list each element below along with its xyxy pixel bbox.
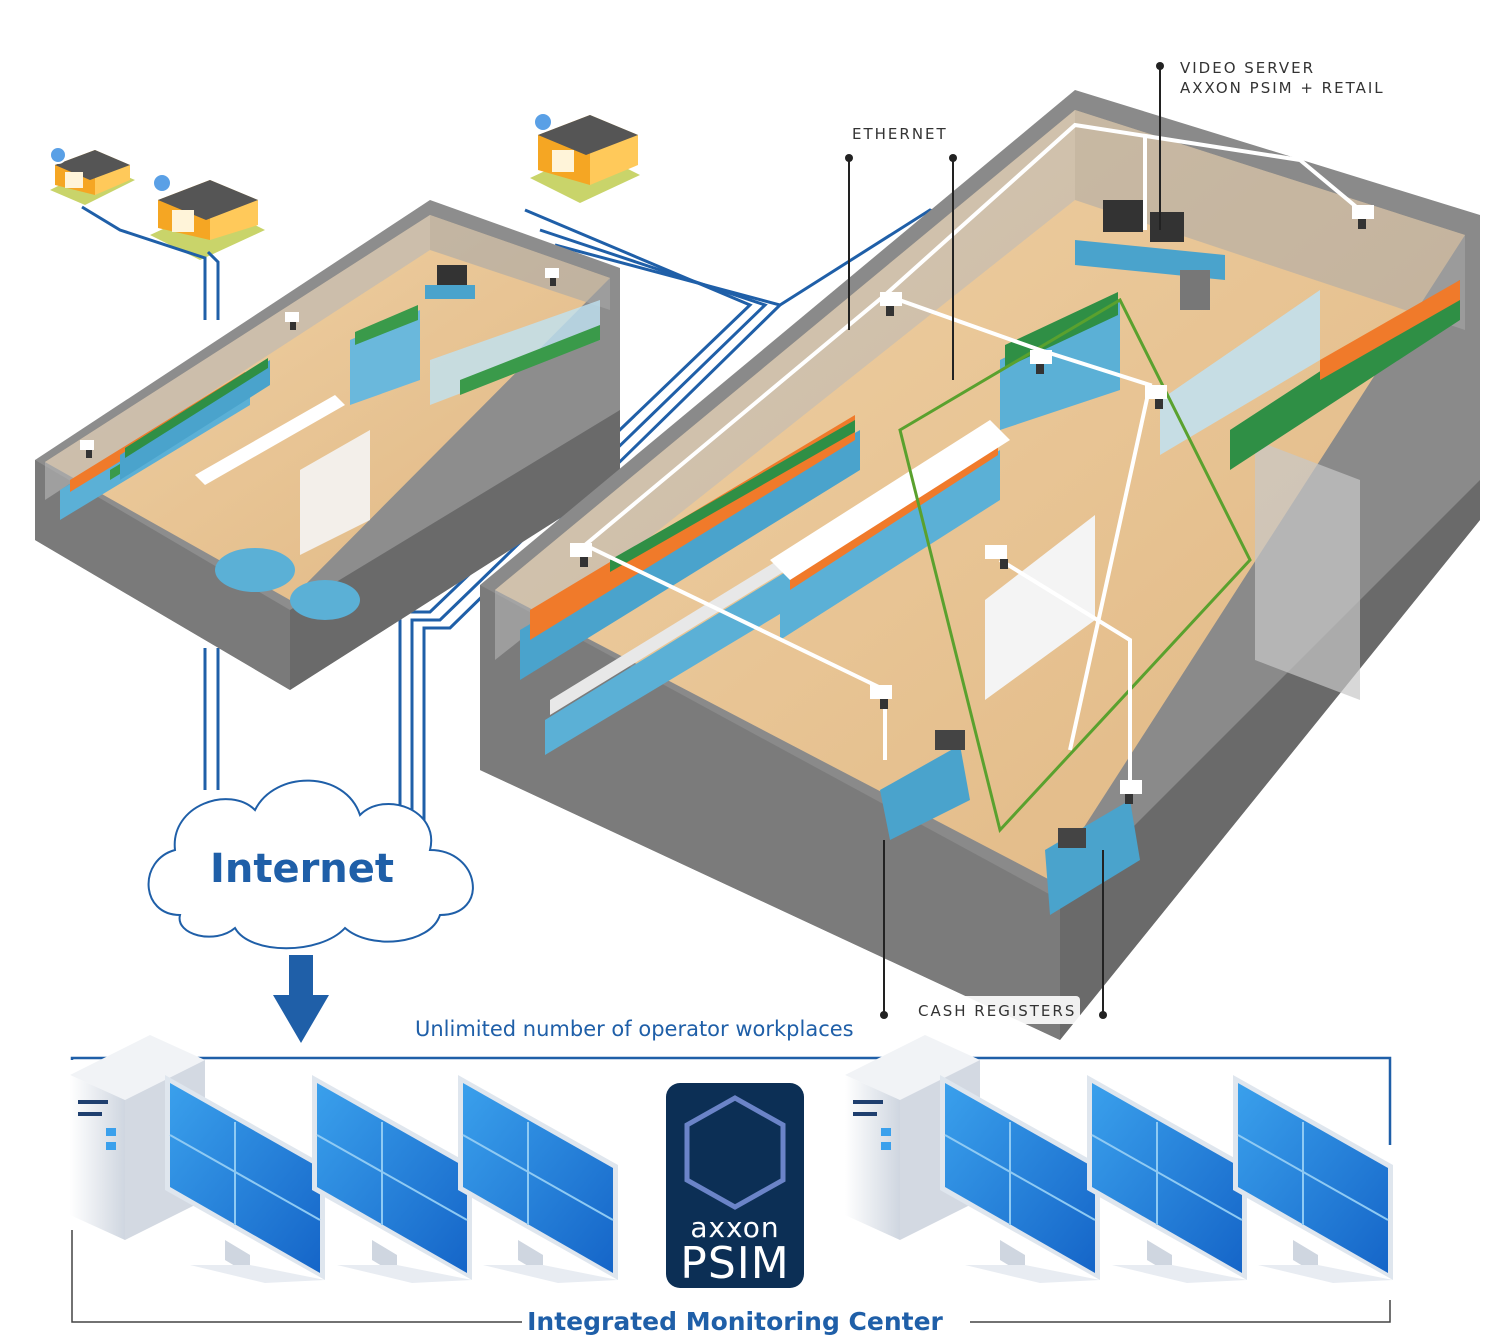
internet-label: Internet bbox=[210, 846, 394, 892]
storage-rack bbox=[300, 430, 370, 555]
shelf bbox=[120, 358, 270, 480]
security-camera-icon bbox=[985, 545, 1008, 569]
security-camera-icon bbox=[1030, 350, 1052, 374]
small-store bbox=[35, 200, 620, 690]
operator-monitor bbox=[312, 1075, 472, 1283]
remote-shop-3 bbox=[530, 112, 640, 203]
fridge bbox=[430, 300, 600, 405]
security-camera-icon bbox=[1352, 205, 1374, 229]
logo-wordmark-bottom: PSIM bbox=[680, 1238, 789, 1289]
security-camera-icon bbox=[570, 543, 592, 567]
camera-badge-icon bbox=[152, 173, 172, 193]
video-server-sub-label: AXXON PSIM + RETAIL bbox=[1180, 79, 1385, 97]
operator-monitor bbox=[458, 1075, 618, 1283]
security-camera-icon bbox=[285, 312, 299, 330]
remote-shop-2 bbox=[150, 173, 265, 260]
callout-video-server: VIDEO SERVER AXXON PSIM + RETAIL bbox=[1156, 59, 1385, 230]
storage-rack bbox=[985, 515, 1095, 700]
security-camera-icon bbox=[870, 685, 892, 709]
camera-badge-icon bbox=[533, 112, 553, 132]
display-table bbox=[195, 395, 345, 485]
security-camera-icon bbox=[1145, 385, 1167, 409]
zone-outline bbox=[898, 297, 1252, 834]
server-desk bbox=[1075, 200, 1225, 310]
camera-badge-icon bbox=[49, 146, 67, 164]
shelf bbox=[350, 305, 420, 405]
checkout-counter bbox=[215, 548, 360, 620]
network-links bbox=[81, 205, 1011, 835]
callout-ethernet: ETHERNET bbox=[845, 125, 957, 380]
logo-wordmark-top: axxon bbox=[690, 1211, 779, 1244]
down-arrow-icon bbox=[273, 955, 329, 1043]
operator-monitor bbox=[165, 1075, 325, 1283]
shelf bbox=[520, 415, 860, 680]
hexagon-icon bbox=[684, 1095, 786, 1210]
operator-monitor bbox=[940, 1075, 1100, 1283]
monitoring-center-bracket bbox=[71, 1230, 1391, 1323]
wall-partition bbox=[1255, 440, 1360, 700]
video-server-label: VIDEO SERVER bbox=[1180, 59, 1315, 77]
security-camera-icon bbox=[545, 268, 559, 286]
ethernet-cabling bbox=[583, 122, 1362, 780]
axxon-psim-logo: axxon PSIM bbox=[666, 1083, 804, 1289]
operator-workplaces-label: Unlimited number of operator workplaces bbox=[415, 1017, 854, 1041]
security-camera-icon bbox=[880, 292, 902, 316]
operator-monitor bbox=[1087, 1075, 1247, 1283]
ethernet-label: ETHERNET bbox=[852, 125, 948, 143]
security-camera-icon bbox=[80, 440, 94, 458]
internet-cloud: Internet bbox=[147, 779, 474, 950]
display-table bbox=[770, 420, 1010, 580]
remote-shop-1 bbox=[49, 146, 135, 205]
workplace-bus-line bbox=[70, 1056, 1392, 1145]
monitoring-center-title: Integrated Monitoring Center bbox=[527, 1307, 943, 1336]
large-store bbox=[480, 90, 1480, 1040]
callout-cash-registers: CASH REGISTERS bbox=[880, 840, 1107, 1024]
security-camera-icon bbox=[1120, 780, 1142, 804]
operator-monitor bbox=[1233, 1075, 1393, 1283]
cash-registers-label: CASH REGISTERS bbox=[918, 1002, 1076, 1020]
checkout-counter bbox=[880, 730, 1140, 915]
fridge bbox=[1160, 280, 1460, 470]
server-desk bbox=[425, 265, 475, 299]
